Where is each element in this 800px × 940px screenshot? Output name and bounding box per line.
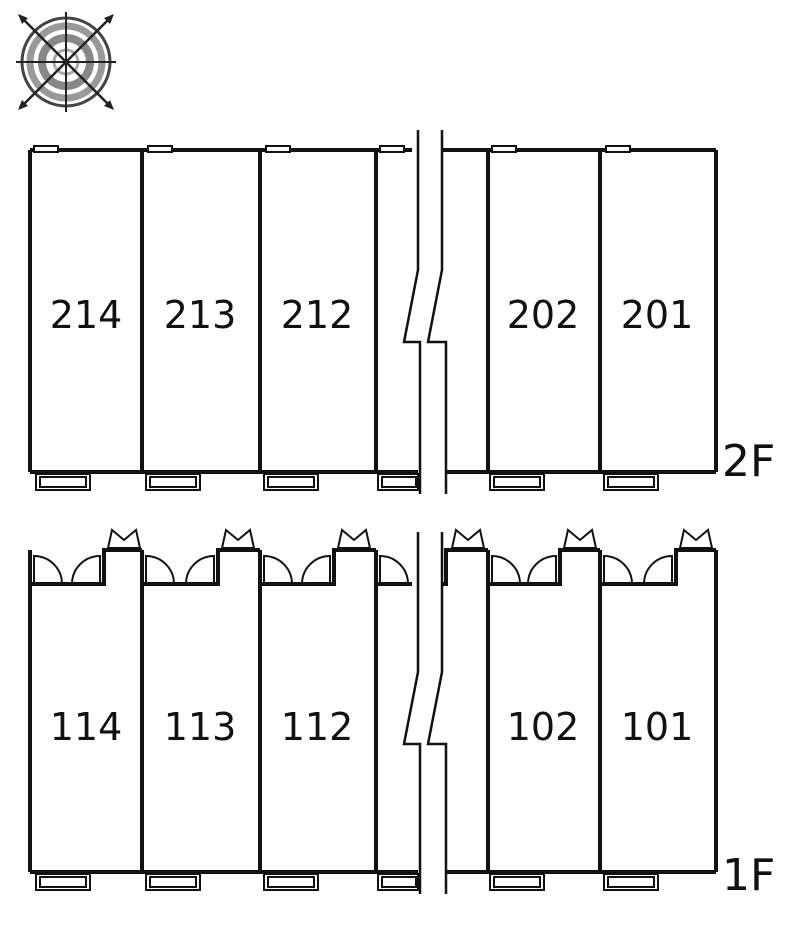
unit-label: 213 <box>164 293 237 337</box>
unit-label: 101 <box>621 705 694 749</box>
unit-label: 201 <box>621 293 694 337</box>
unit-label: 112 <box>281 705 354 749</box>
floor-2f-balconies <box>35 473 659 491</box>
floor-1f-balconies <box>35 873 659 891</box>
floor-1f <box>28 548 718 874</box>
floor-2f-wall-caps <box>33 145 631 153</box>
floor-label: 1F <box>722 850 775 901</box>
unit-label: 114 <box>50 705 123 749</box>
floor-1f-break-line <box>402 532 448 894</box>
floor-2f-units: 214 213 212 202 201 <box>50 293 694 337</box>
compass-icon <box>16 12 116 112</box>
floor-1f-units: 114 113 112 102 101 <box>50 705 694 749</box>
unit-label: 202 <box>507 293 580 337</box>
floor-label: 2F <box>722 436 775 487</box>
floor-2f <box>28 148 718 474</box>
floor-2f-break-line <box>402 130 448 494</box>
unit-label: 214 <box>50 293 123 337</box>
unit-label: 102 <box>507 705 580 749</box>
unit-label: 212 <box>281 293 354 337</box>
unit-label: 113 <box>164 705 237 749</box>
floor-1f-doors <box>33 554 673 585</box>
floor-1f-entry-fixtures <box>106 528 714 549</box>
